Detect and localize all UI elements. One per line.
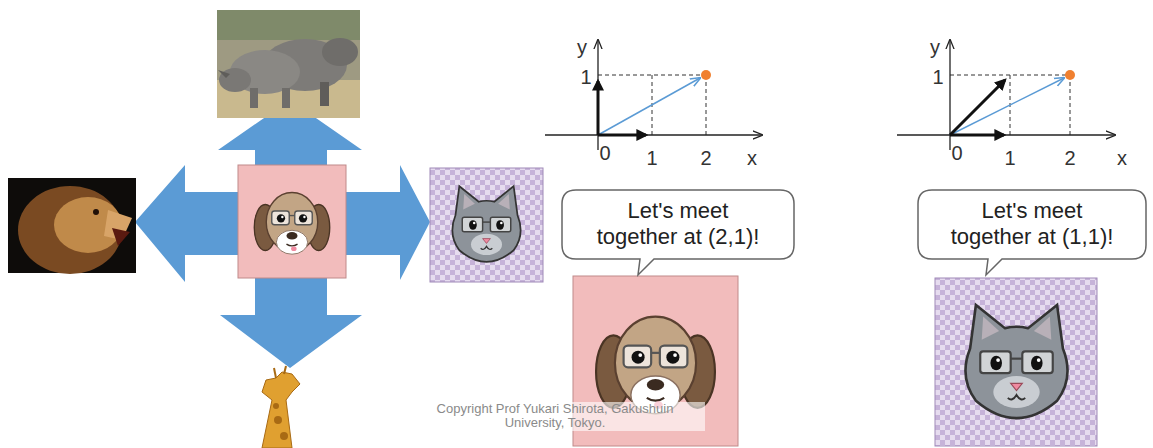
tick-label: 0 [599, 142, 610, 164]
tick-label: 1 [580, 66, 591, 88]
copyright-note: Copyright Prof Yukari Shirota, Gakushuin… [405, 402, 705, 431]
axis-label: x [747, 147, 757, 169]
speech-bubble: Let's meet together at (2,1)! [562, 190, 794, 259]
direction-arrows [135, 100, 430, 368]
giraffe-photo [262, 366, 300, 448]
bubble-content: Let's meet together at (2,1)! [562, 190, 794, 259]
axis-label: x [1117, 147, 1127, 169]
tick-label: 1 [1004, 147, 1015, 169]
cat-icon [935, 278, 1097, 446]
tick-label: 1 [932, 66, 943, 88]
bubble-shape [918, 190, 1146, 275]
tick-label: 1 [646, 147, 657, 169]
dog-icon [238, 165, 346, 278]
speech-bubble: Let's meet together at (1,1)! [918, 190, 1146, 259]
axis-label: y [930, 36, 940, 58]
rhino-photo [217, 10, 360, 118]
speech-text: Let's meet together at (2,1)! [591, 198, 766, 251]
tick-label: 0 [951, 142, 962, 164]
cat-icon [430, 168, 543, 282]
axis-label: y [577, 36, 587, 58]
vector-graph [897, 40, 1115, 150]
tick-label: 2 [700, 147, 711, 169]
speech-text: Let's meet together at (1,1)! [945, 198, 1120, 251]
tick-label: 2 [1064, 147, 1075, 169]
bubble-shape [562, 190, 794, 275]
bubble-content: Let's meet together at (1,1)! [918, 190, 1146, 259]
lion-photo [8, 178, 136, 274]
